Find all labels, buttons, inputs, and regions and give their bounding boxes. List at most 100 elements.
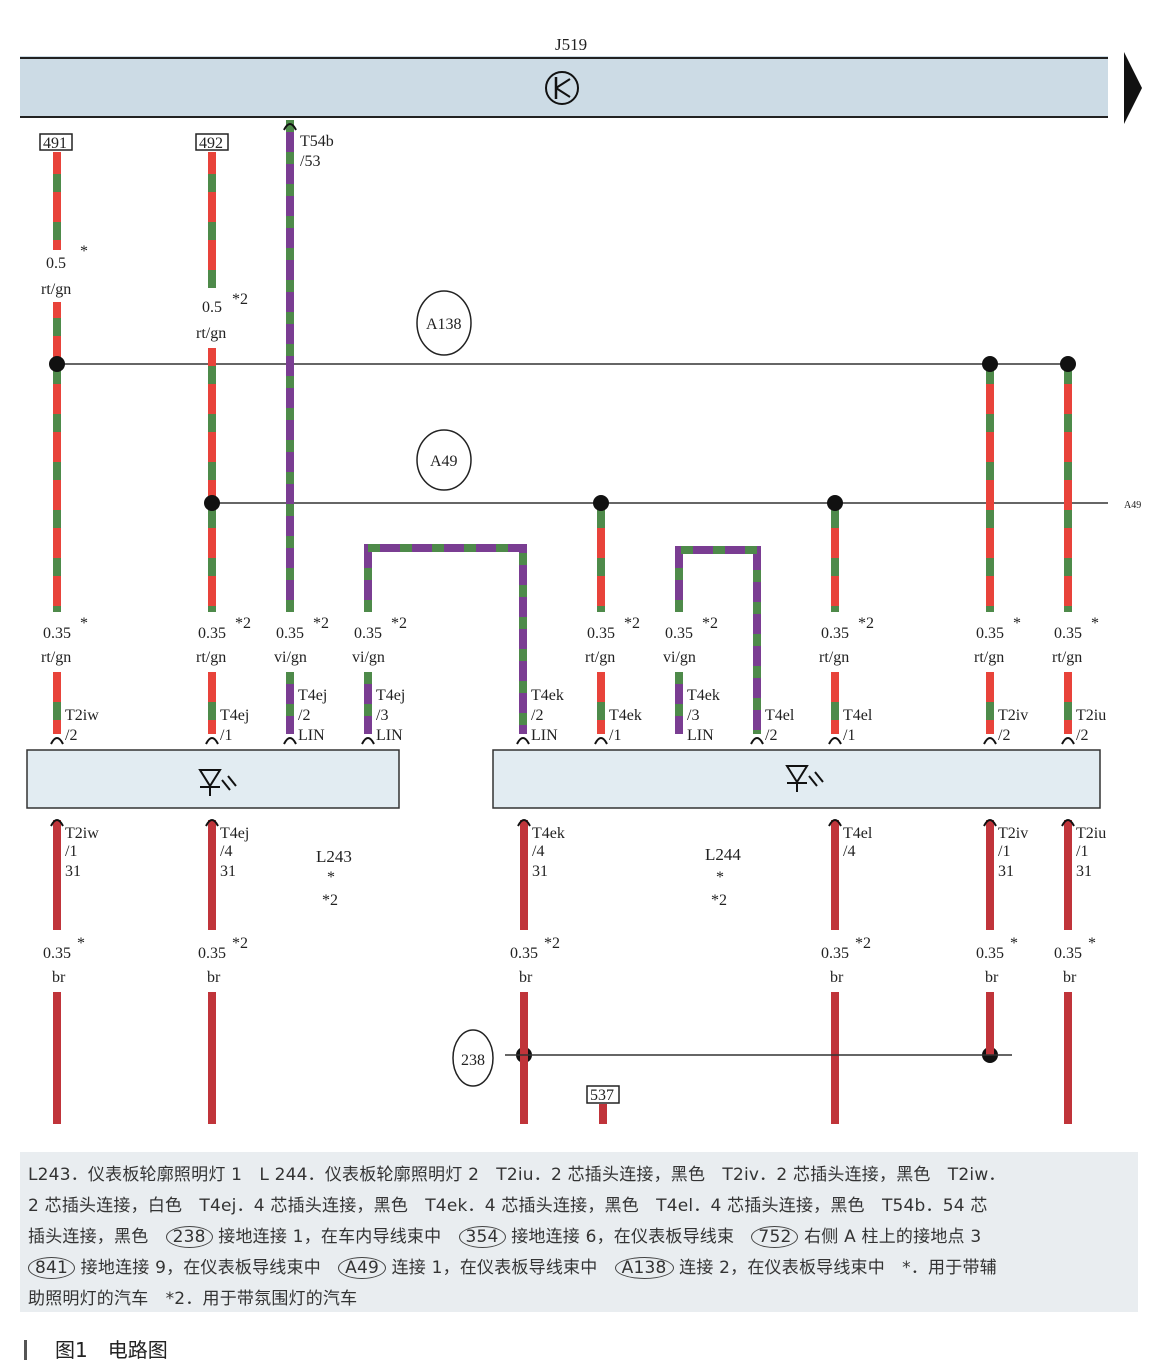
- pin-label: /4: [532, 843, 544, 860]
- circuit-diagram: J519 491 492 A138 A49 A49: [20, 35, 1142, 1124]
- l244-note-2: *2: [711, 892, 727, 909]
- box-492: 492: [199, 135, 223, 152]
- pin-number: 31: [532, 863, 548, 880]
- pin-label: /2: [65, 727, 77, 744]
- wire-color: rt/gn: [196, 649, 226, 666]
- pin-number: 31: [1076, 863, 1092, 880]
- wire-note: *2: [232, 291, 248, 308]
- wire-size: 0.35: [276, 625, 304, 642]
- pin-label: T2iu: [1076, 707, 1106, 724]
- pin-number: 31: [220, 863, 236, 880]
- wire-note: *: [1013, 615, 1021, 632]
- legend-line-1: L243．仪表板轮廓照明灯 1 L 244．仪表板轮廓照明灯 2 T2iu．2 …: [28, 1165, 1006, 1185]
- wire-note: *: [80, 243, 88, 260]
- a49-label: A49: [430, 453, 458, 470]
- wire-note: *2: [702, 615, 718, 632]
- wire-size: 0.35: [976, 625, 1004, 642]
- a49-marker: [416, 429, 472, 491]
- wire-color: rt/gn: [1052, 649, 1082, 666]
- legend-line-3: 插头连接，黑色 238 接地连接 1，在车内导线束中 354 接地连接 6，在仪…: [28, 1222, 1132, 1253]
- lower-connector-arrows: [50, 819, 1075, 827]
- pin-label: T2iv: [998, 707, 1028, 724]
- ground-238-marker: [452, 1029, 494, 1087]
- pin-number: 31: [998, 863, 1014, 880]
- led-icon: [198, 769, 237, 796]
- figure-caption-text: 图1 电路图: [55, 1338, 168, 1362]
- wire-color: rt/gn: [41, 281, 71, 298]
- legend-text: 接地连接 6，在仪表板导线束: [511, 1227, 735, 1247]
- wire-note: *2: [235, 615, 251, 632]
- wire-note: *2: [313, 615, 329, 632]
- wire-size: 0.35: [354, 625, 382, 642]
- wire-color: rt/gn: [819, 649, 849, 666]
- a138-marker: [416, 290, 472, 356]
- j519-bus: J519: [20, 35, 1142, 124]
- wire-color: rt/gn: [585, 649, 615, 666]
- pin-label: T2iu: [1076, 825, 1106, 842]
- wire-color: br: [985, 969, 999, 986]
- l244-note-1: *: [716, 869, 724, 886]
- pin-label: T2iw: [65, 707, 99, 724]
- wire-color: vi/gn: [663, 649, 696, 666]
- upper-wires: [53, 120, 1072, 734]
- pin-label: /3: [687, 707, 699, 724]
- legend-text: 插头连接，黑色: [28, 1227, 149, 1247]
- lin-label: LIN: [376, 727, 403, 744]
- wire-size: 0.35: [587, 625, 615, 642]
- pin-label: T4el: [765, 707, 795, 724]
- pin-label: /1: [843, 727, 855, 744]
- pin-label: T4ek: [609, 707, 642, 724]
- ground-238-label: 238: [461, 1052, 485, 1069]
- pin-label: T54b: [300, 133, 334, 150]
- l243-label: L243: [316, 847, 352, 866]
- legend-text: 连接 2，在仪表板导线束中 *．用于带辅: [679, 1258, 997, 1278]
- caption-bar: [24, 1340, 27, 1360]
- l243-note-2: *2: [322, 892, 338, 909]
- wire-note: *2: [624, 615, 640, 632]
- wire-color: rt/gn: [41, 649, 71, 666]
- l243-block: [26, 749, 400, 809]
- transistor-icon: [545, 71, 579, 105]
- wire-color: br: [830, 969, 844, 986]
- wire-color: br: [207, 969, 221, 986]
- pin-label: /1: [1076, 843, 1088, 860]
- wire-size: 0.35: [198, 625, 226, 642]
- pin-label: /2: [298, 707, 310, 724]
- wire-size: 0.35: [821, 945, 849, 962]
- pin-label: /2: [765, 727, 777, 744]
- wire-note: *2: [232, 935, 248, 952]
- wire-size: 0.35: [510, 945, 538, 962]
- legend-circle: 238: [165, 1226, 213, 1248]
- a49-right-label: A49: [1124, 500, 1141, 511]
- pin-label: T4ej: [376, 687, 405, 704]
- wire-note: *: [1091, 615, 1099, 632]
- wire-color: vi/gn: [352, 649, 385, 666]
- wire-note: *: [1088, 935, 1096, 952]
- legend-text: 接地连接 1，在车内导线束中: [218, 1227, 442, 1247]
- wire-size: 0.35: [1054, 625, 1082, 642]
- wire-note: *2: [858, 615, 874, 632]
- legend-circle: A138: [614, 1257, 674, 1279]
- pin-label: /2: [998, 727, 1010, 744]
- l244-label: L244: [705, 845, 741, 864]
- led-icon: [785, 765, 824, 792]
- pin-label: /4: [843, 843, 855, 860]
- upper-connector-arrows: [50, 123, 1075, 745]
- wire-note: *2: [855, 935, 871, 952]
- legend-text: 连接 1，在仪表板导线束中: [391, 1258, 598, 1278]
- wire-size: 0.5: [202, 299, 222, 316]
- legend-circle: 841: [28, 1257, 76, 1279]
- pin-label: T2iv: [998, 825, 1028, 842]
- pin-label: /4: [220, 843, 232, 860]
- pin-label: /1: [220, 727, 232, 744]
- legend-circle: 752: [751, 1226, 799, 1248]
- lin-label: LIN: [298, 727, 325, 744]
- a138-label: A138: [426, 316, 462, 333]
- pin-label: /2: [531, 707, 543, 724]
- lower-wire-labels: T2iw/1310.35*brT4ej/4310.35*2brT4ek/4310…: [43, 825, 1106, 986]
- wire-size: 0.35: [198, 945, 226, 962]
- wire-size: 0.35: [43, 945, 71, 962]
- legend-circle: A49: [338, 1257, 386, 1279]
- wire-color: rt/gn: [196, 325, 226, 342]
- wire-size: 0.35: [1054, 945, 1082, 962]
